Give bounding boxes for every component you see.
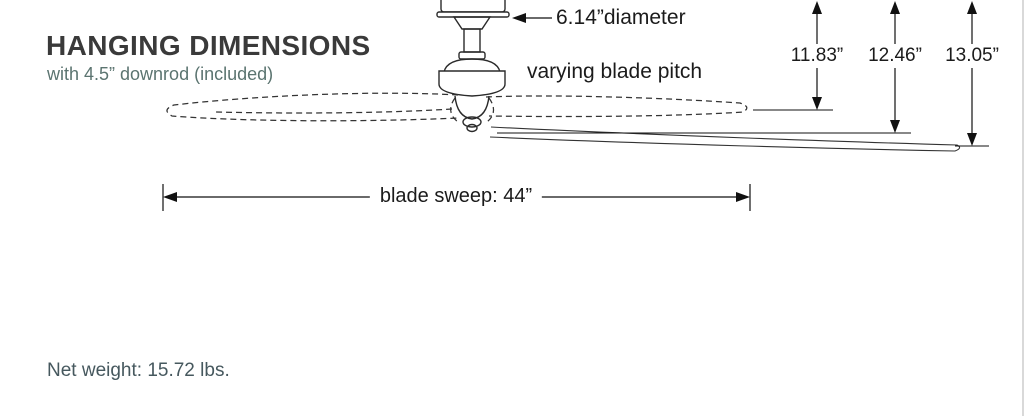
- canopy-cone: [452, 16, 492, 30]
- fan-blades: [166, 92, 748, 123]
- motor-dome: [443, 58, 501, 73]
- edge-on-blade: [489, 126, 961, 152]
- downrod: [463, 28, 481, 53]
- blade-root-right: [486, 97, 495, 123]
- height-arrow-3: [967, 1, 977, 146]
- blade-sweep-label: blade sweep: 44”: [369, 185, 543, 208]
- right-blade: [485, 95, 748, 118]
- hanging-height-label-1: 11.83”: [787, 44, 847, 68]
- fan-motor: [436, 0, 510, 133]
- finial-tip: [466, 123, 478, 133]
- canopy-flange: [436, 11, 510, 18]
- finial: [462, 116, 482, 128]
- lower-bowl: [454, 95, 490, 120]
- left-blade: [166, 92, 459, 122]
- hanging-height-label-3: 13.05”: [942, 44, 1002, 68]
- page-subtitle: with 4.5” downrod (included): [47, 64, 274, 84]
- downrod-coupler: [458, 51, 486, 60]
- diameter-label: 6.14”diameter: [556, 6, 686, 29]
- blade-pitch-label: varying blade pitch: [527, 60, 703, 83]
- blade-root-left: [450, 97, 459, 123]
- net-weight-label: Net weight: 15.72 lbs.: [47, 360, 230, 381]
- diameter-arrow: [512, 13, 552, 23]
- left-blade-twist-line: [214, 108, 453, 114]
- reference-lines: [497, 109, 989, 147]
- canopy: [440, 0, 506, 13]
- page-title: HANGING DIMENSIONS: [46, 30, 371, 61]
- hanging-height-label-2: 12.46”: [865, 44, 925, 68]
- motor-body: [438, 70, 506, 97]
